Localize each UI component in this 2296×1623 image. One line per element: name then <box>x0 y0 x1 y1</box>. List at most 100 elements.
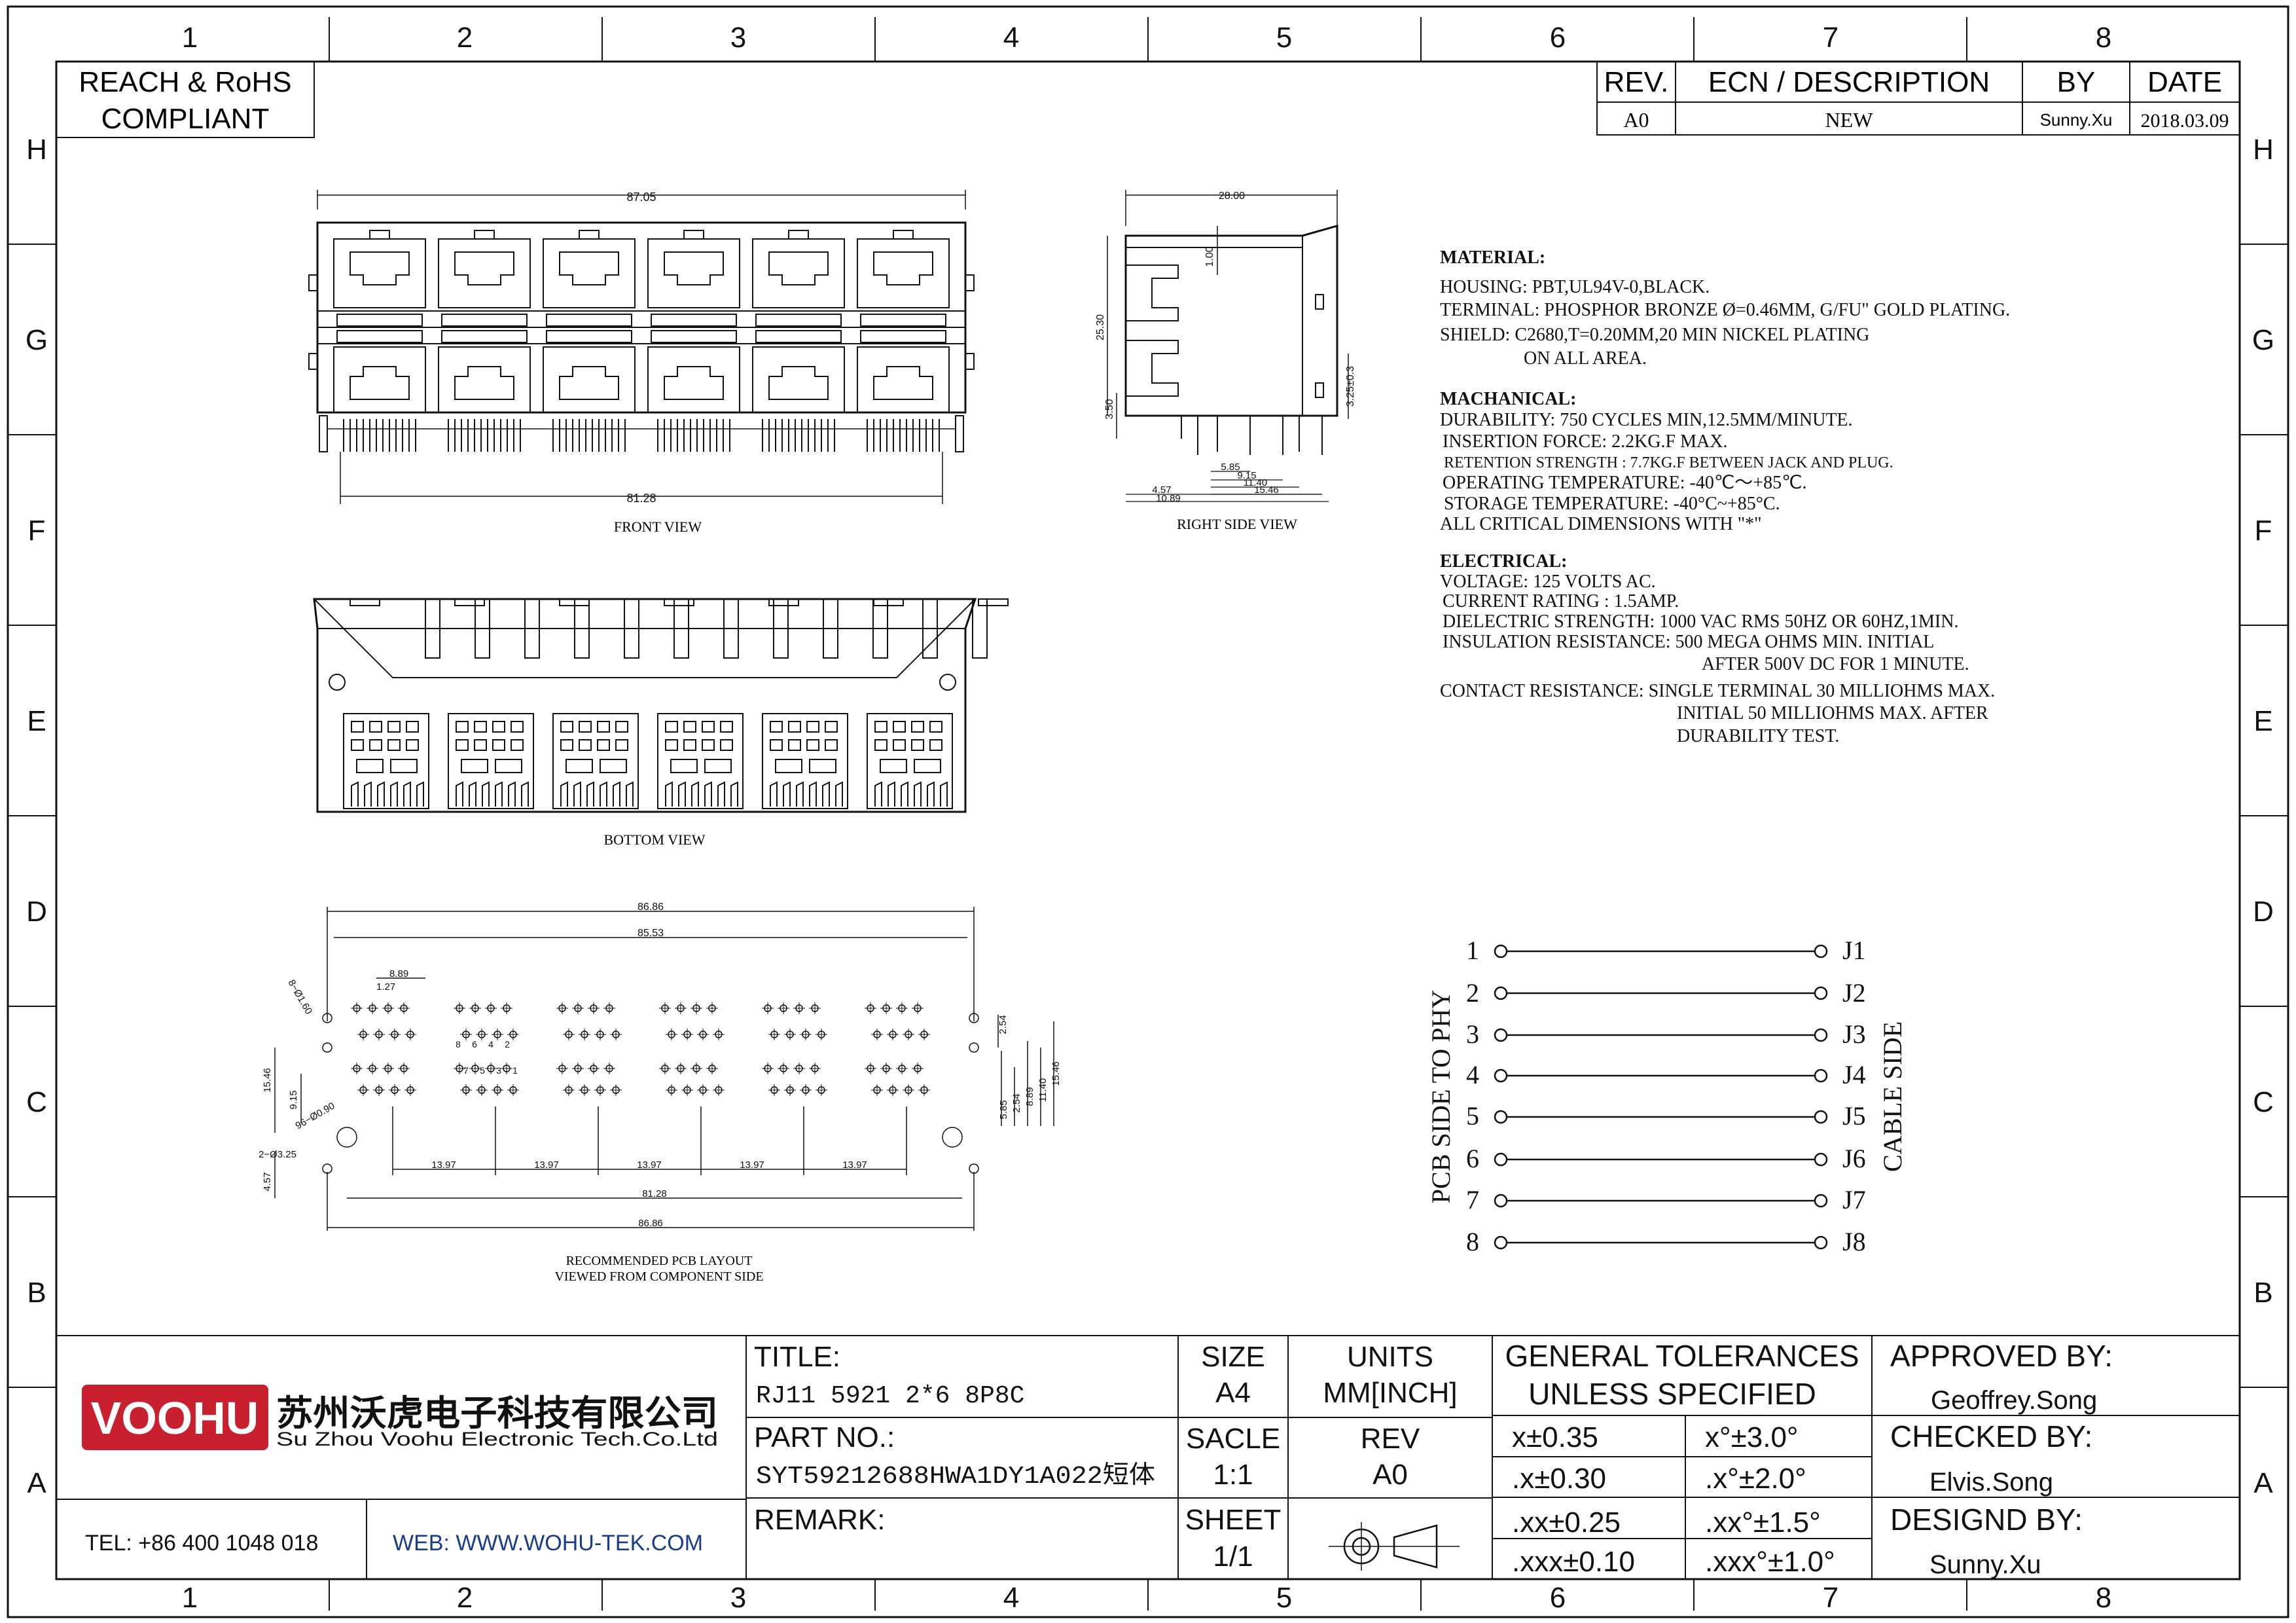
col-label-bottom: 1 <box>182 1582 198 1614</box>
pcb-8686b-dim: 86.86 <box>638 1218 663 1229</box>
front-port-led <box>893 230 914 240</box>
jack-label: J1 <box>1842 936 1866 965</box>
pcb-hole1-dim: 8−Ø1.60 <box>286 978 315 1017</box>
jack-label: J4 <box>1842 1060 1866 1089</box>
bottom-latch <box>350 598 380 606</box>
front-shield-leg <box>319 415 328 452</box>
bottom-pin-pad <box>788 721 801 733</box>
row-label-left: F <box>28 515 46 547</box>
jack-terminal <box>1814 1194 1828 1208</box>
bottom-pin-pad <box>369 721 382 733</box>
sheet-label: SHEET <box>1185 1504 1282 1536</box>
by-value: Sunny.Xu <box>2040 110 2113 130</box>
elec-line: DURABILITY TEST. <box>1677 726 1839 746</box>
bottom-pin-pad <box>387 721 401 733</box>
pcb-r585-dim: 5.85 <box>998 1100 1009 1119</box>
bottom-contact <box>770 781 778 807</box>
bottom-pin-pad <box>929 739 942 751</box>
side-457-dim: 4.57 <box>1152 484 1171 496</box>
bottom-latch-slot <box>775 759 802 773</box>
material-line: TERMINAL: PHOSPHOR BRONZE Ø=0.46MM, G/FU… <box>1440 300 2010 320</box>
bottom-latch-slot <box>704 759 732 773</box>
bottom-port-block <box>343 713 429 809</box>
bottom-contact <box>600 781 607 807</box>
pcb-pitch-dim: 13.97 <box>431 1159 456 1171</box>
size-value: A4 <box>1215 1377 1251 1409</box>
front-port-bottom <box>438 346 531 413</box>
bottom-latch-slot <box>914 759 941 773</box>
pcb-254-dim: 2.54 <box>997 1015 1009 1034</box>
compliance-line2: COMPLIANT <box>101 103 270 135</box>
row-label-right: F <box>2255 515 2272 547</box>
bottom-latch-slot <box>809 759 836 773</box>
part-value: SYT59212688HWA1DY1A022短体 <box>756 1462 1155 1491</box>
front-width-dim: 87.05 <box>626 191 656 204</box>
side-depth-dim: 28.00 <box>1219 191 1245 202</box>
bottom-latch-slot <box>495 759 522 773</box>
pin-terminal <box>1494 1152 1508 1167</box>
jack-terminal <box>1814 1028 1828 1042</box>
pcb-pin-label: 2 <box>505 1039 510 1049</box>
designed-label: DESIGND BY: <box>1890 1503 2083 1537</box>
elec-line: AFTER 500V DC FOR 1 MINUTE. <box>1702 654 1969 674</box>
front-port-top <box>333 238 426 308</box>
col-label-bottom: 8 <box>2096 1582 2111 1614</box>
wiring-diagram: 1 2 3 4 5 6 7 8 J1 J2 J3 J4 J5 J6 J7 J8 … <box>1426 936 1907 1256</box>
pin-terminal <box>1494 1110 1508 1124</box>
side-height-dim: 25.30 <box>1095 314 1106 340</box>
bottom-contact <box>809 781 817 807</box>
logo-text: VOOHU <box>91 1393 259 1444</box>
front-port-opening <box>664 366 724 400</box>
pcb-pin-label: 7 <box>463 1065 469 1076</box>
bottom-pin-pad <box>615 739 628 751</box>
pin-number: 2 <box>1466 978 1479 1008</box>
front-port-bottom <box>752 346 845 413</box>
pcb-pin-label: 5 <box>480 1065 485 1076</box>
col-label-top: 2 <box>457 22 473 54</box>
bottom-pin-pad <box>511 721 524 733</box>
bottom-pin-pad <box>683 721 696 733</box>
right-view-label: RIGHT SIDE VIEW <box>1177 516 1297 532</box>
bottom-pin-pad <box>893 739 906 751</box>
side-325-dim: 3.25±0.3 <box>1345 366 1356 407</box>
pcb-r254-dim: 2.54 <box>1011 1093 1022 1112</box>
bottom-pin-pad <box>456 721 469 733</box>
ecn-value: NEW <box>1825 108 1874 132</box>
pin-terminal <box>1494 986 1508 1000</box>
elec-line: VOLTAGE: 125 VOLTS AC. <box>1440 572 1656 592</box>
bottom-pin-pad <box>665 721 678 733</box>
col-label-bottom: 3 <box>730 1582 746 1614</box>
side-100-dim: 1.00 <box>1204 246 1215 266</box>
side-1546-dim: 15.46 <box>1254 484 1279 496</box>
pin-terminal <box>1494 1194 1508 1208</box>
bottom-pin-pad <box>770 739 783 751</box>
bottom-contact <box>704 781 712 807</box>
bottom-contact <box>390 781 398 807</box>
elec-line: CONTACT RESISTANCE: SINGLE TERMINAL 30 M… <box>1440 681 1995 701</box>
front-port-divider <box>860 330 946 343</box>
front-port-divider <box>860 314 946 327</box>
bottom-pin-pad <box>351 739 364 751</box>
front-port-opening <box>873 251 933 285</box>
title-value: RJ11 5921 2*6 8P8C <box>756 1382 1024 1410</box>
material-title: MATERIAL: <box>1440 247 1545 268</box>
pin-terminal <box>1494 1235 1508 1250</box>
material-line: HOUSING: PBT,UL94V-0,BLACK. <box>1440 277 1710 297</box>
bottom-contact <box>691 781 699 807</box>
front-port-opening <box>454 251 514 285</box>
pcb-1546-dim: 15.46 <box>262 1068 273 1093</box>
specifications: MATERIAL: HOUSING: PBT,UL94V-0,BLACK. TE… <box>1440 247 2010 746</box>
side-585-dim: 5.85 <box>1221 462 1240 473</box>
jack-terminal <box>1814 1152 1828 1167</box>
col-label-top: 1 <box>182 22 198 54</box>
pcb-457-dim: 4.57 <box>262 1172 273 1191</box>
front-port-divider <box>336 330 423 343</box>
jack-terminal <box>1814 1235 1828 1250</box>
bottom-pin-pad <box>492 739 505 751</box>
bottom-pin-pad <box>456 739 469 751</box>
bottom-contact <box>874 781 882 807</box>
front-port-divider <box>546 330 632 343</box>
tolerance-angular: .x°±2.0° <box>1705 1463 1806 1495</box>
bottom-port-block <box>552 713 639 809</box>
pcb-pin-label: 1 <box>512 1065 518 1076</box>
